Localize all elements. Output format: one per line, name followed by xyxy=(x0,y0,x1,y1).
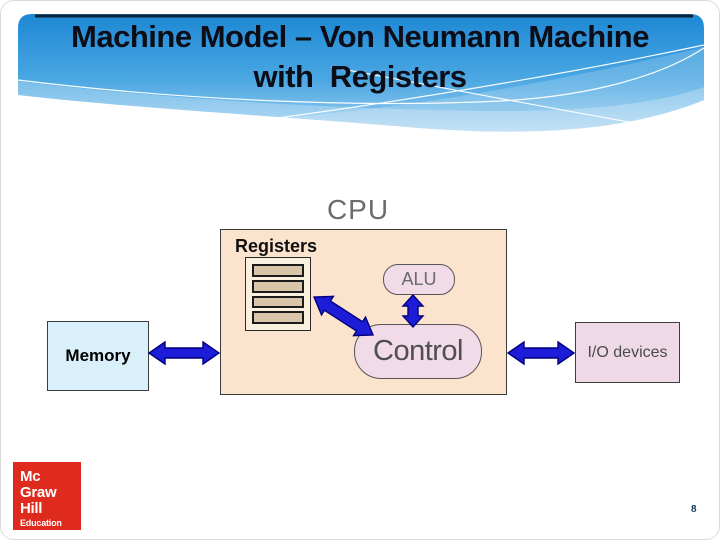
io-devices-box: I/O devices xyxy=(575,322,680,383)
control-pill: Control xyxy=(354,324,482,379)
cpu-label: CPU xyxy=(326,194,390,225)
logo-line-education: Education xyxy=(20,518,62,528)
page-number: 8 xyxy=(691,504,697,515)
alu-pill: ALU xyxy=(383,264,455,295)
logo-line-hill: Hill xyxy=(20,500,43,517)
cpu-io-arrow xyxy=(506,340,576,366)
header-graphic xyxy=(17,14,705,135)
register-slot xyxy=(252,295,304,309)
memory-label: Memory xyxy=(65,346,131,365)
logo-line-graw: Graw xyxy=(20,484,57,501)
slide-title-line1: Machine Model – Von Neumann Machine xyxy=(71,19,649,54)
header-line-curve xyxy=(17,47,705,105)
register-slot xyxy=(252,279,304,293)
alu-label: ALU xyxy=(401,269,437,289)
memory-box: Memory xyxy=(47,321,149,391)
register-stack xyxy=(245,257,311,331)
header-line-rising xyxy=(270,44,705,120)
registers-label: Registers xyxy=(235,236,318,256)
logo-line-mc: Mc xyxy=(20,468,41,485)
memory-cpu-arrow xyxy=(147,340,221,366)
header-line-falling xyxy=(330,66,698,135)
register-slot xyxy=(252,264,304,277)
io-devices-label: I/O devices xyxy=(587,343,668,361)
mcgraw-hill-logo: Mc Graw Hill Education xyxy=(13,462,81,530)
slide-title-line2: with Registers xyxy=(253,59,468,94)
control-label: Control xyxy=(373,335,464,367)
header-swoosh-2 xyxy=(251,47,704,132)
header-swoosh-1 xyxy=(18,81,704,132)
register-slot xyxy=(252,311,304,324)
